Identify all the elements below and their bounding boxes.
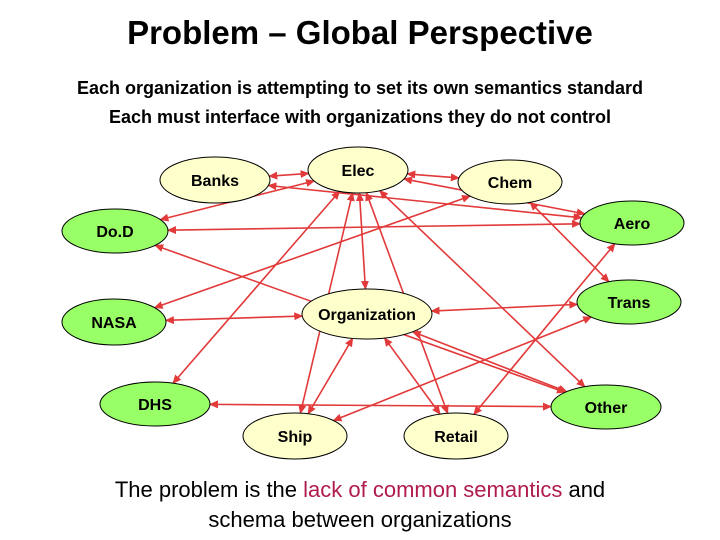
- edge-dhs-other: [208, 400, 553, 411]
- subtitle-line-2: Each must interface with organizations t…: [108, 107, 612, 127]
- node-retail: Retail: [403, 412, 509, 460]
- node-chem: Chem: [457, 159, 563, 205]
- edge-elec-other: [378, 190, 586, 388]
- footer-text-post: and: [562, 477, 606, 502]
- node-elec: Elec: [307, 146, 409, 194]
- node-shape-banks: [159, 156, 271, 204]
- footer-highlight: lack of common semantics: [303, 477, 563, 502]
- node-shape-dhs: [99, 381, 211, 427]
- node-label-other: Other: [585, 400, 628, 417]
- node-label-retail: Retail: [434, 429, 478, 446]
- subtitle-line-1: Each organization is attempting to set i…: [76, 78, 644, 98]
- node-banks: Banks: [159, 156, 271, 204]
- node-aero: Aero: [579, 200, 685, 246]
- footer-text-pre: The problem is the: [114, 477, 304, 502]
- node-shape-aero: [579, 200, 685, 246]
- edge-elec-org: [355, 191, 369, 291]
- page-title: Problem – Global Perspective: [127, 14, 593, 51]
- node-label-trans: Trans: [608, 295, 651, 312]
- node-shape-other: [550, 384, 662, 430]
- node-shape-elec: [307, 146, 409, 194]
- node-shape-org: [301, 288, 433, 340]
- node-label-dhs: DHS: [138, 397, 172, 414]
- edge-org-trans: [430, 300, 579, 315]
- edge-chem-nasa: [153, 195, 472, 309]
- node-shape-nasa: [61, 298, 167, 346]
- node-shape-trans: [576, 279, 682, 325]
- node-shape-ship: [242, 412, 348, 460]
- edge-nasa-org: [164, 312, 304, 325]
- node-org: Organization: [301, 288, 433, 340]
- node-nasa: NASA: [61, 298, 167, 346]
- edge-dod-aero: [166, 219, 582, 235]
- node-label-elec: Elec: [342, 163, 375, 180]
- footer-line-1: The problem is the lack of common semant…: [0, 475, 720, 505]
- node-label-dod: Do.D: [96, 224, 133, 241]
- node-dhs: DHS: [99, 381, 211, 427]
- node-label-chem: Chem: [488, 175, 532, 192]
- node-dod: Do.D: [61, 208, 169, 254]
- node-label-aero: Aero: [614, 216, 651, 233]
- node-label-banks: Banks: [191, 173, 239, 190]
- node-label-nasa: NASA: [91, 315, 137, 332]
- node-trans: Trans: [576, 279, 682, 325]
- node-other: Other: [550, 384, 662, 430]
- node-shape-retail: [403, 412, 509, 460]
- footer-line-2: schema between organizations: [208, 507, 512, 532]
- node-shape-chem: [457, 159, 563, 205]
- edge-org-retail: [383, 337, 441, 415]
- edge-elec-chem: [406, 170, 460, 182]
- node-ship: Ship: [242, 412, 348, 460]
- edge-banks-elec: [268, 170, 310, 180]
- node-label-org: Organization: [318, 307, 416, 324]
- node-label-ship: Ship: [278, 429, 313, 446]
- node-shape-dod: [61, 208, 169, 254]
